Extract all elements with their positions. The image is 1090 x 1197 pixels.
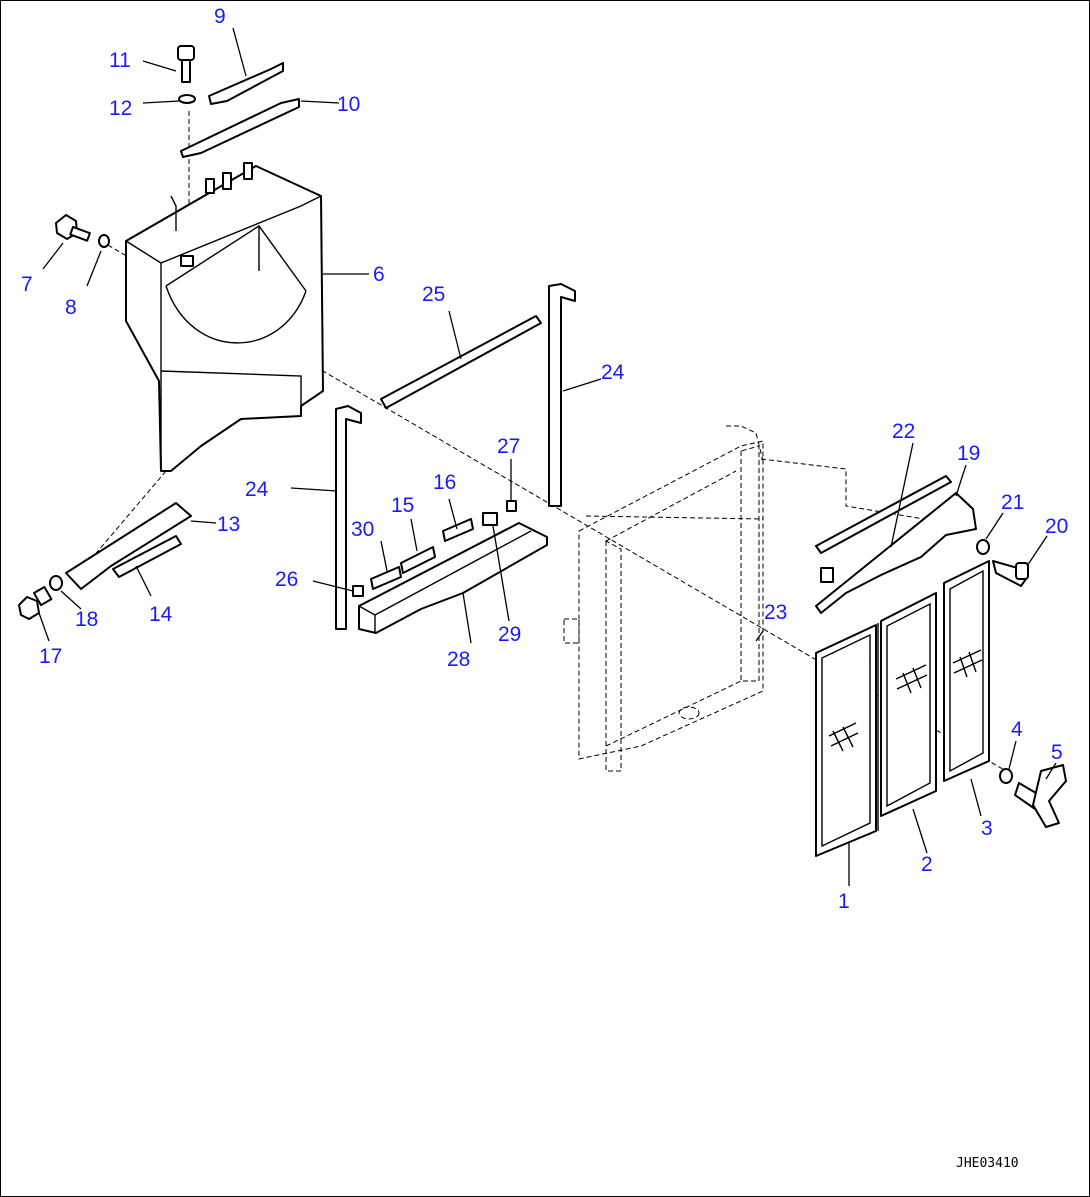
right-bolt-part bbox=[976, 539, 1029, 587]
callout-5: 5 bbox=[1051, 741, 1063, 764]
callout-8: 8 bbox=[65, 296, 77, 319]
callout-7: 7 bbox=[21, 273, 33, 296]
cover-plate-part bbox=[815, 492, 977, 614]
callout-29: 29 bbox=[498, 623, 521, 646]
callout-23: 23 bbox=[764, 601, 787, 624]
callout-25: 25 bbox=[422, 283, 445, 306]
left-seal-part bbox=[335, 405, 362, 630]
callout-28: 28 bbox=[447, 648, 470, 671]
callout-30: 30 bbox=[351, 518, 374, 541]
callout-17: 17 bbox=[39, 645, 62, 668]
top-bolt-part bbox=[177, 45, 196, 104]
callout-4: 4 bbox=[1011, 718, 1023, 741]
callout-26: 26 bbox=[275, 568, 298, 591]
callout-20: 20 bbox=[1045, 515, 1068, 538]
callout-13: 13 bbox=[217, 513, 240, 536]
callout-6: 6 bbox=[373, 263, 385, 286]
spacer-parts bbox=[352, 500, 517, 597]
callout-16: 16 bbox=[433, 471, 456, 494]
callout-15: 15 bbox=[391, 494, 414, 517]
callout-21: 21 bbox=[1001, 491, 1024, 514]
top-bracket-part bbox=[180, 62, 300, 158]
callout-24-left: 24 bbox=[245, 478, 269, 501]
callout-24-right: 24 bbox=[601, 361, 625, 384]
callout-14: 14 bbox=[149, 603, 173, 626]
callout-11: 11 bbox=[109, 49, 131, 72]
callout-1: 1 bbox=[838, 890, 850, 913]
wing-bolt-part bbox=[999, 764, 1067, 828]
callout-labels: 1 2 3 4 5 6 7 8 9 10 11 12 13 14 15 16 1… bbox=[21, 5, 1068, 913]
drawing-code: JHE03410 bbox=[956, 1156, 1019, 1171]
side-bolt-part bbox=[55, 214, 110, 248]
callout-9: 9 bbox=[214, 5, 226, 28]
callout-12: 12 bbox=[109, 97, 132, 120]
right-seal-part bbox=[548, 283, 576, 507]
callout-18: 18 bbox=[75, 608, 98, 631]
leader-lines bbox=[38, 27, 1057, 886]
radiator-frame-part bbox=[563, 425, 764, 772]
callout-3: 3 bbox=[981, 817, 993, 840]
callout-2: 2 bbox=[921, 853, 933, 876]
lower-bracket-part bbox=[65, 502, 192, 590]
screen-panels bbox=[815, 560, 990, 857]
callout-22: 22 bbox=[892, 420, 915, 443]
top-seal-part bbox=[380, 315, 542, 409]
callout-19: 19 bbox=[957, 442, 980, 465]
callout-27: 27 bbox=[497, 435, 520, 458]
lower-bolt-part bbox=[18, 575, 63, 620]
callout-10: 10 bbox=[337, 93, 360, 116]
top-strip-part bbox=[815, 475, 952, 554]
fan-shroud-part bbox=[125, 162, 324, 472]
